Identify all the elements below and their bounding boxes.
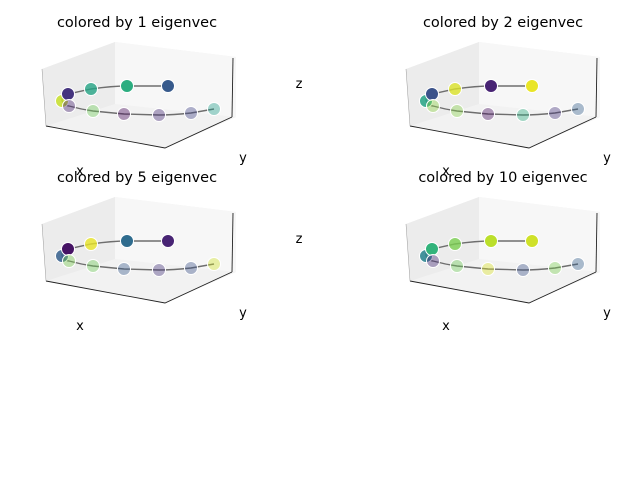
axis-edge-left: [405, 223, 411, 282]
scatter-point: [61, 242, 75, 256]
axis-line-z: [231, 57, 234, 118]
scatter-point: [448, 237, 462, 251]
scatter-point: [161, 79, 175, 93]
axis-line-z: [231, 212, 234, 273]
x-axis-label: x: [76, 319, 84, 334]
scatter-point: [450, 104, 464, 118]
scatter-point: [425, 242, 439, 256]
subplot-title: colored by 10 eigenvec: [418, 170, 587, 186]
x-axis-label: x: [76, 164, 84, 179]
subplot-1: x y z colored by 1 eigenvec: [41, 15, 303, 179]
axis-edge-left: [405, 68, 411, 127]
axes-pane-right: [479, 197, 600, 272]
z-axis-label: z: [296, 232, 303, 247]
z-axis-label: z: [296, 77, 303, 92]
axis-edge-left: [41, 68, 47, 127]
subplot-title: colored by 2 eigenvec: [423, 15, 583, 31]
scatter-point: [425, 87, 439, 101]
y-axis-label: y: [239, 306, 247, 321]
scatter-point: [86, 104, 100, 118]
scatter-point: [117, 107, 131, 121]
scatter-point: [62, 99, 76, 113]
scatter-point: [120, 79, 134, 93]
axis-edge-left: [41, 223, 47, 282]
axes-pane-right: [479, 42, 600, 117]
scatter-point: [448, 82, 462, 96]
scatter-point: [152, 263, 166, 277]
scatter-point: [516, 263, 530, 277]
scatter-point: [62, 254, 76, 268]
scatter-point: [207, 257, 221, 271]
subplot-2: x y colored by 2 eigenvec: [405, 15, 611, 179]
scatter-point: [84, 82, 98, 96]
subplot-title: colored by 5 eigenvec: [57, 170, 217, 186]
subplot-4: x y colored by 10 eigenvec: [405, 170, 611, 334]
scatter-point: [571, 257, 585, 271]
axis-line-z: [595, 212, 598, 273]
scatter-point: [450, 259, 464, 273]
scatter-point: [84, 237, 98, 251]
scatter-point: [426, 99, 440, 113]
scatter-point: [516, 108, 530, 122]
y-axis-label: y: [603, 151, 611, 166]
scatter-point: [117, 262, 131, 276]
x-axis-label: x: [442, 319, 450, 334]
scatter-point: [86, 259, 100, 273]
scatter-point: [426, 254, 440, 268]
scatter-point: [152, 108, 166, 122]
scatter-point: [484, 234, 498, 248]
axes-pane-right: [115, 42, 236, 117]
scatter-point: [525, 79, 539, 93]
axis-lines-bottom: [45, 271, 233, 304]
scatter-point: [61, 87, 75, 101]
subplot-3: x y z colored by 5 eigenvec: [41, 170, 303, 334]
axis-line-z: [595, 57, 598, 118]
scatter-point: [184, 261, 198, 275]
axis-lines-bottom: [409, 116, 597, 149]
scatter-point: [548, 106, 562, 120]
y-axis-label: y: [239, 151, 247, 166]
axis-lines-bottom: [45, 116, 233, 149]
scatter-point: [571, 102, 585, 116]
axes-pane-right: [115, 197, 236, 272]
scatter-point: [481, 262, 495, 276]
scatter-point: [161, 234, 175, 248]
scatter-point: [207, 102, 221, 116]
x-axis-label: x: [442, 164, 450, 179]
scatter-point: [548, 261, 562, 275]
scatter-point: [484, 79, 498, 93]
subplot-title: colored by 1 eigenvec: [57, 15, 217, 31]
scatter-point: [481, 107, 495, 121]
scatter-point: [525, 234, 539, 248]
scatter-point: [120, 234, 134, 248]
scatter-point: [184, 106, 198, 120]
y-axis-label: y: [603, 306, 611, 321]
axis-lines-bottom: [409, 271, 597, 304]
